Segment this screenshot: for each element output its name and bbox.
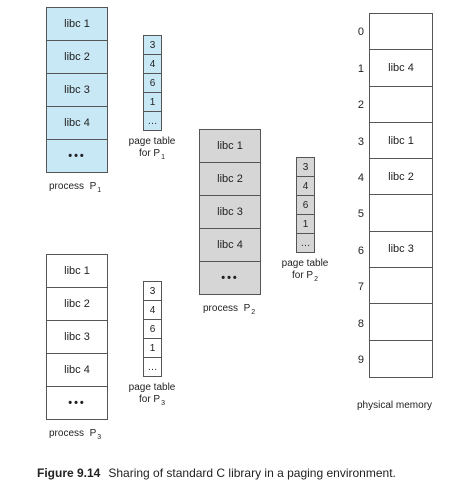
memory-frame-6: libc 3	[370, 232, 432, 269]
memory-frame-9	[370, 341, 432, 377]
page-table-p3-label: page table for P3	[128, 382, 176, 407]
process-p1-page-1: libc 2	[47, 41, 107, 74]
process-p3-label: process P3	[49, 428, 102, 441]
page-table-p2-entry-0: 3	[297, 158, 314, 177]
frame-number-8: 8	[357, 318, 364, 330]
process-p2-page-1: libc 2	[200, 163, 260, 196]
page-table-p3: 3 4 6 1 …	[143, 281, 162, 377]
process-p1-page-3: libc 4	[47, 107, 107, 140]
memory-frame-4: libc 2	[370, 159, 432, 196]
process-p1-page-more: •••	[47, 140, 107, 172]
page-table-p2-entry-more: …	[300, 237, 311, 249]
process-p1-page-2: libc 3	[47, 74, 107, 107]
process-p2-address-space: libc 1 libc 2 libc 3 libc 4 •••	[199, 129, 261, 295]
page-table-p2-label: page table for P2	[281, 258, 329, 283]
page-table-p1-entry-0: 3	[144, 36, 161, 55]
frame-number-3: 3	[357, 136, 364, 148]
frame-number-1: 1	[357, 63, 364, 75]
page-table-p2-entry-2: 6	[297, 196, 314, 215]
process-p3-address-space: libc 1 libc 2 libc 3 libc 4 •••	[46, 254, 108, 420]
memory-frame-0	[370, 14, 432, 51]
page-table-p3-entry-2: 6	[144, 320, 161, 339]
frame-number-0: 0	[357, 26, 364, 38]
page-table-p1: 3 4 6 1 …	[143, 35, 162, 131]
process-p1-label: process P1	[49, 181, 102, 194]
page-table-p1-entry-more: …	[147, 115, 158, 127]
page-table-p1-label: page table for P1	[128, 136, 176, 161]
page-table-p3-entry-0: 3	[144, 282, 161, 301]
page-table-p3-entry-1: 4	[144, 301, 161, 320]
figure-caption: Figure 9.14 Sharing of standard C library…	[37, 466, 396, 480]
page-table-p2-entry-3: 1	[297, 215, 314, 234]
page-table-p1-entry-2: 6	[144, 74, 161, 93]
page-table-p3-entry-more: …	[147, 361, 158, 373]
frame-number-6: 6	[357, 245, 364, 257]
memory-frame-8	[370, 304, 432, 341]
page-table-p2: 3 4 6 1 …	[296, 157, 315, 253]
memory-frame-3: libc 1	[370, 123, 432, 160]
process-p1-page-0: libc 1	[47, 8, 107, 41]
process-p2-page-2: libc 3	[200, 196, 260, 229]
process-p1-address-space: libc 1 libc 2 libc 3 libc 4 •••	[46, 7, 108, 173]
process-p3-page-3: libc 4	[47, 354, 107, 387]
process-p3-page-1: libc 2	[47, 288, 107, 321]
figure-number: Figure 9.14	[37, 466, 101, 480]
frame-number-2: 2	[357, 99, 364, 111]
process-p3-page-2: libc 3	[47, 321, 107, 354]
frame-number-4: 4	[357, 172, 364, 184]
process-p2-page-0: libc 1	[200, 130, 260, 163]
page-table-p1-entry-1: 4	[144, 55, 161, 74]
frame-number-9: 9	[357, 354, 364, 366]
process-p2-label: process P2	[203, 303, 256, 316]
process-p2-page-3: libc 4	[200, 229, 260, 262]
page-table-p3-entry-3: 1	[144, 339, 161, 358]
physical-memory: libc 4 libc 1 libc 2 libc 3	[369, 13, 433, 378]
memory-frame-7	[370, 268, 432, 305]
process-p3-page-0: libc 1	[47, 255, 107, 288]
physical-memory-label: physical memory	[357, 400, 433, 411]
process-p3-page-more: •••	[47, 387, 107, 419]
memory-frame-1: libc 4	[370, 50, 432, 87]
memory-frame-2	[370, 87, 432, 123]
process-p2-page-more: •••	[200, 262, 260, 294]
page-table-p1-entry-3: 1	[144, 93, 161, 112]
page-table-p2-entry-1: 4	[297, 177, 314, 196]
memory-frame-5	[370, 195, 432, 232]
figure-caption-text: Sharing of standard C library in a pagin…	[108, 466, 396, 480]
frame-number-7: 7	[357, 281, 364, 293]
frame-number-5: 5	[357, 208, 364, 220]
